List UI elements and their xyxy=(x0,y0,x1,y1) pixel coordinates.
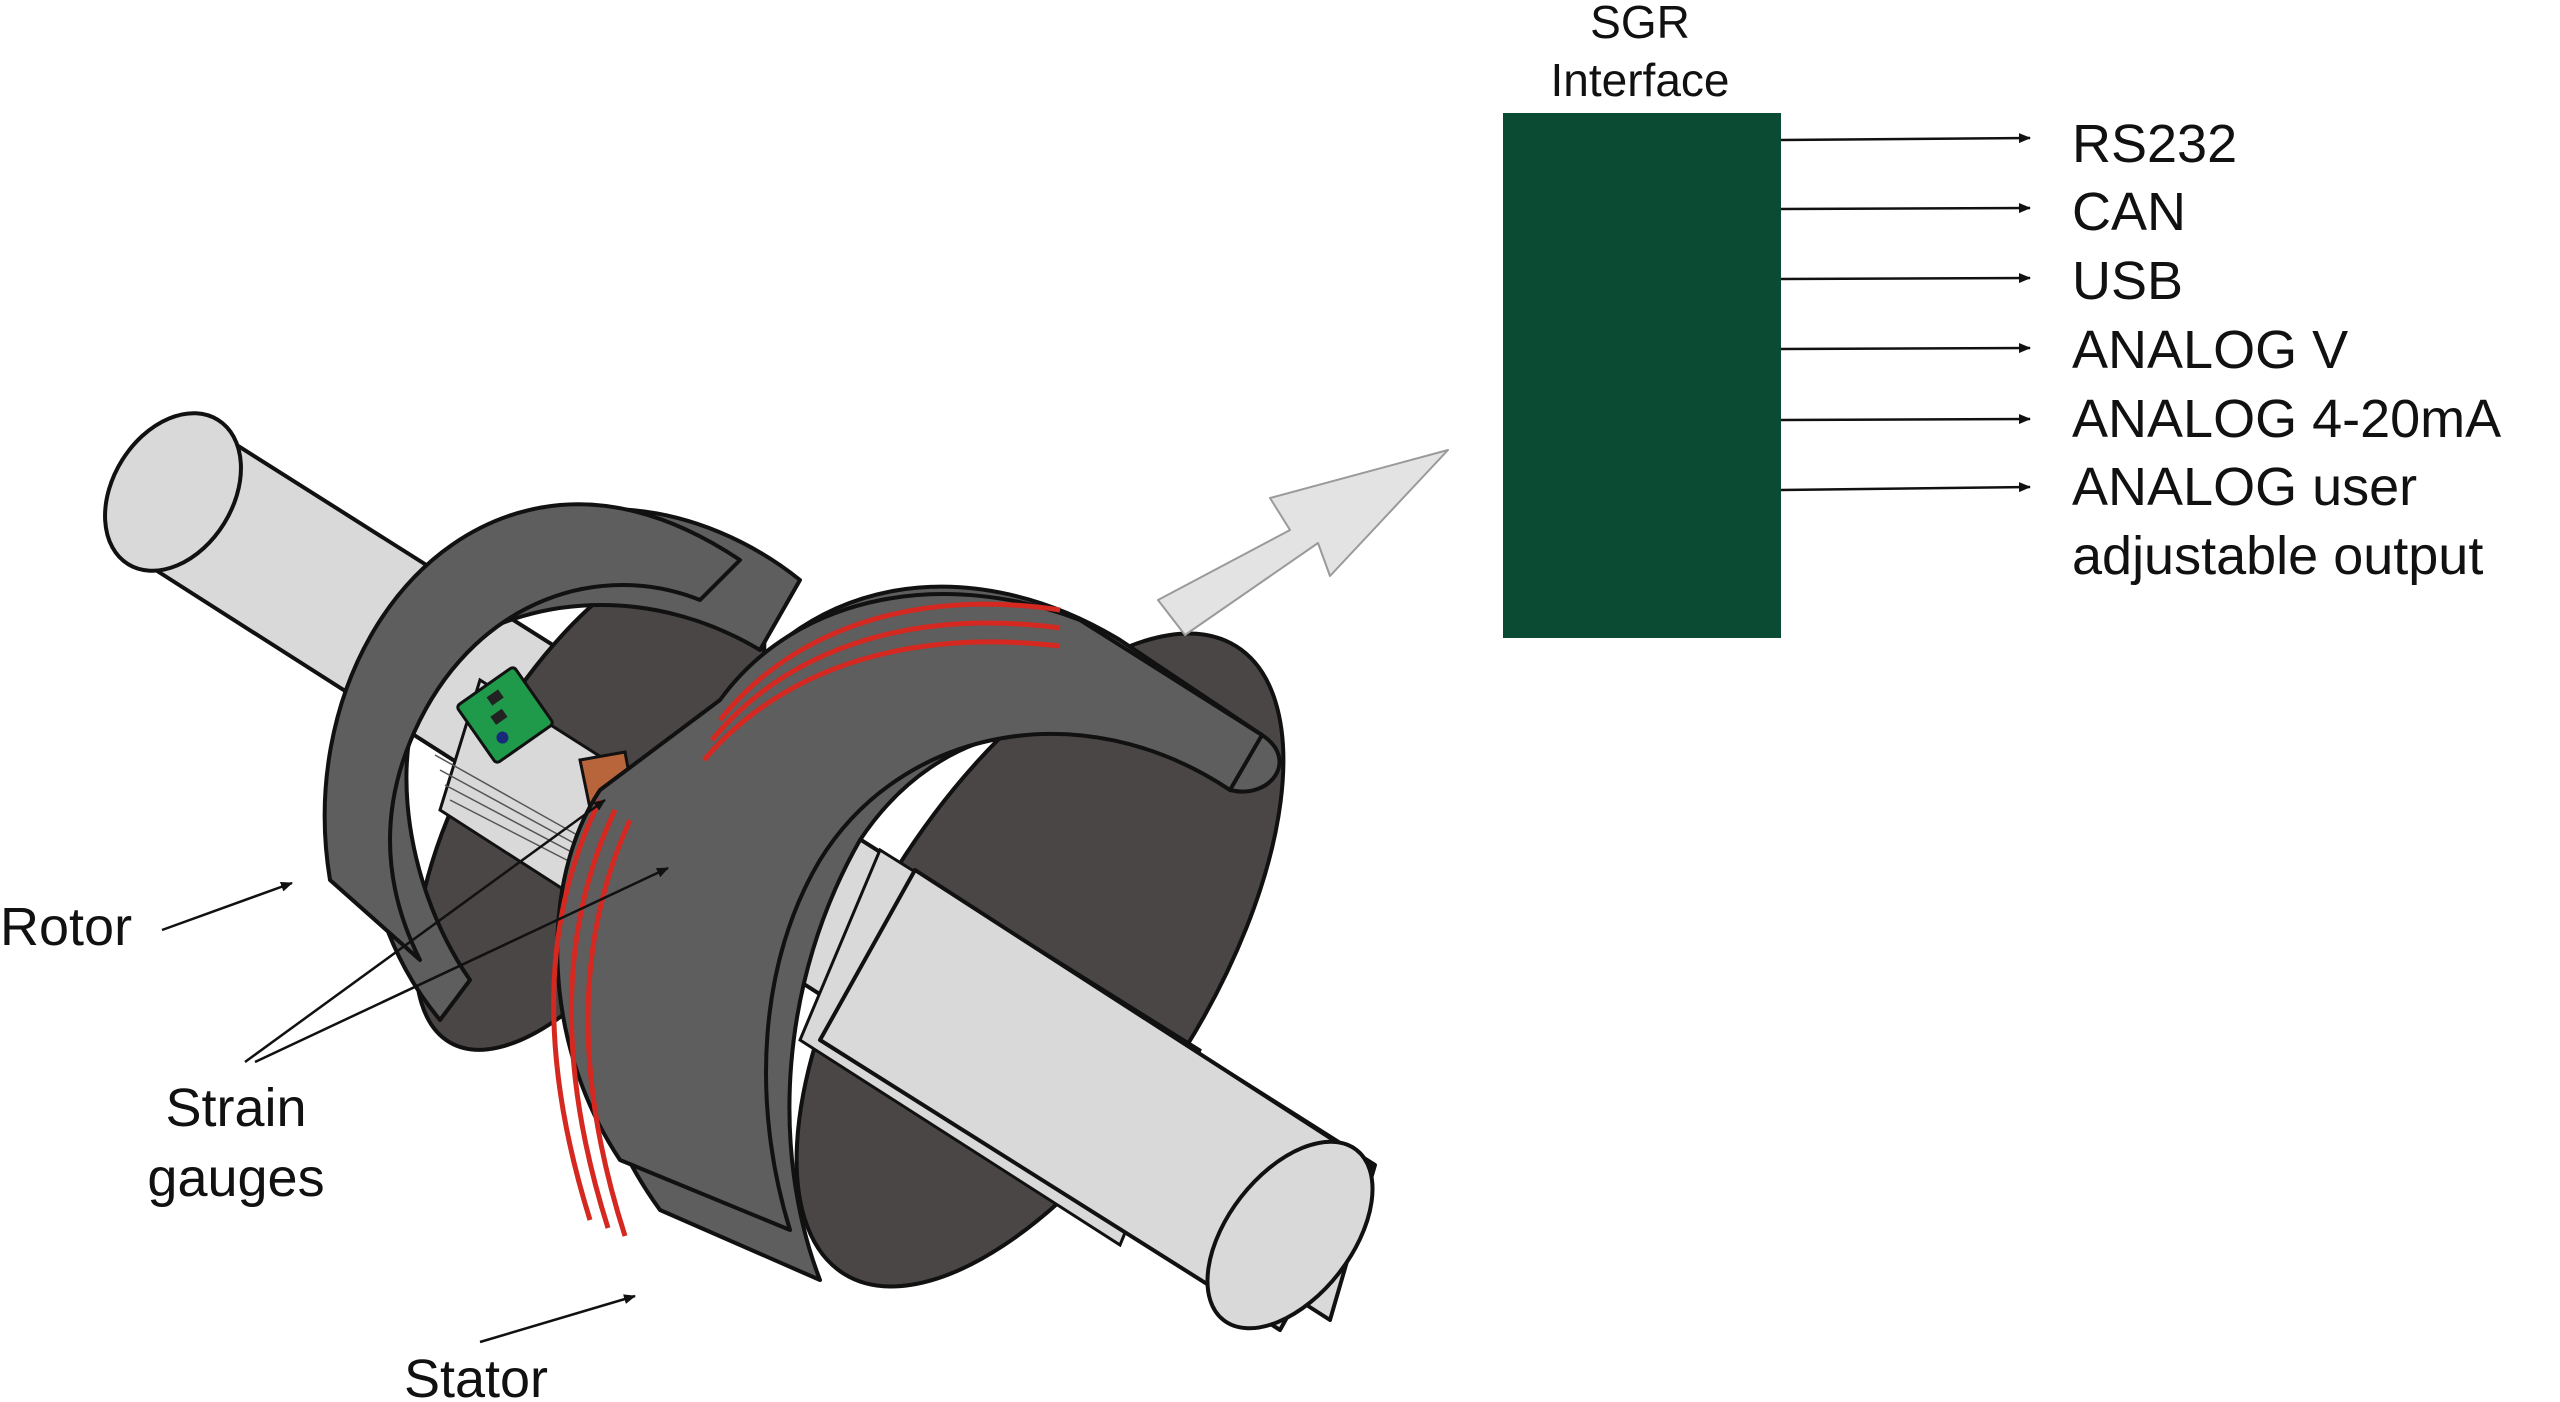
stator-label: Stator xyxy=(404,1349,548,1402)
output-arrow xyxy=(1780,273,2031,284)
strain-gauges-label-line2: gauges xyxy=(147,1148,324,1208)
output-label-adjustable: adjustable output xyxy=(2072,526,2483,586)
pcb-board xyxy=(456,666,554,764)
shaft-back-end xyxy=(103,411,243,573)
output-arrow xyxy=(1780,414,2031,425)
rotor-label: Rotor xyxy=(0,897,132,957)
shaft-front-end xyxy=(1205,1139,1375,1331)
sgr-interface: SGR Interface xyxy=(1503,0,1781,638)
strain-gauges-label-line1: Strain xyxy=(165,1078,306,1138)
output-arrow xyxy=(1780,482,2031,493)
interface-box xyxy=(1503,113,1781,638)
output-label-analog-v: ANALOG V xyxy=(2072,320,2348,380)
output-label-rs232: RS232 xyxy=(2072,114,2237,174)
output-label-usb: USB xyxy=(2072,251,2183,311)
shaft-front xyxy=(818,868,1375,1332)
output-label-analog-4-20ma: ANALOG 4-20mA xyxy=(2072,389,2501,449)
interface-outputs: RS232 CAN USB ANALOG V ANALOG 4-20mA ANA… xyxy=(1780,114,2501,586)
interface-title-line1: SGR xyxy=(1590,0,1690,48)
output-arrow xyxy=(1780,133,2031,144)
signal-flow-arrow xyxy=(1157,449,1449,636)
stator-ring-front xyxy=(555,592,1264,1232)
interface-title-line2: Interface xyxy=(1551,54,1730,106)
output-label-analog-user: ANALOG user xyxy=(2072,457,2417,517)
output-label-can: CAN xyxy=(2072,182,2186,242)
rotor-leader xyxy=(161,881,293,932)
callouts: Rotor Strain gauges Stator xyxy=(0,798,669,1402)
rotor-ring-outer xyxy=(322,502,742,962)
strain-gauge-leader-1 xyxy=(244,798,606,1064)
output-arrow xyxy=(1780,343,2031,354)
stator-leader xyxy=(479,1294,636,1344)
gauge-wiring xyxy=(434,754,626,891)
output-arrow xyxy=(1780,203,2031,214)
strain-gauge-leader-2 xyxy=(254,866,669,1064)
stator-coil-windings xyxy=(551,601,1061,1237)
